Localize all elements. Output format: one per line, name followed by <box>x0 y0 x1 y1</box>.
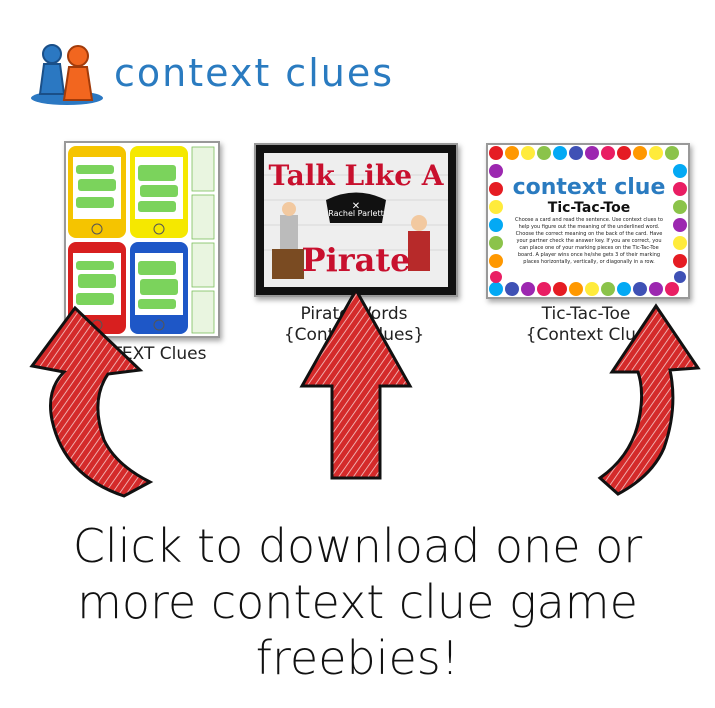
tic-tac-toe-card-subtitle: Tic-Tac-Toe <box>547 200 631 216</box>
tic-tac-toe-caption[interactable]: Tic-Tac-Toe {Context Clue <box>506 304 666 346</box>
text-clues-caption[interactable]: TEXT Clues <box>111 344 207 364</box>
header: context clues <box>28 38 394 108</box>
caption-line: Tic-Tac-Toe <box>541 304 631 324</box>
up-arrow-center-icon <box>299 286 413 480</box>
curved-arrow-right-icon <box>597 303 701 496</box>
cta-line: freebies! <box>255 631 460 685</box>
cta-line: more context clue game <box>77 575 638 629</box>
download-call-to-action[interactable]: Click to download one or more context cl… <box>0 518 715 686</box>
tic-tac-toe-thumbnail[interactable]: context clue Tic-Tac-Toe Choose a card a… <box>486 143 690 299</box>
curved-arrow-left-icon <box>29 305 154 498</box>
pirate-words-thumbnail[interactable]: ✕ Talk Like A Rachel Parlett Pirate <box>254 143 458 297</box>
phone-cards-illustration <box>68 146 215 334</box>
page-title: context clues <box>114 51 395 95</box>
tic-tac-toe-card-directions: Choose a card and read the sentence. Use… <box>515 217 663 265</box>
pirate-byline: Rachel Parlett <box>328 209 384 218</box>
text-clues-thumbnail[interactable] <box>64 141 220 338</box>
pirate-title-top: Talk Like A <box>268 159 444 192</box>
game-pawns-icon <box>31 44 103 105</box>
tic-tac-toe-card-title: context clue <box>512 175 666 200</box>
caption-line: {Context Clue <box>525 325 647 345</box>
svg-text:✕: ✕ <box>352 201 360 212</box>
pirate-background: ✕ <box>264 153 448 287</box>
pirate-title-bottom: Pirate <box>301 241 411 279</box>
polka-dot-border <box>489 146 687 296</box>
cta-line: Click to download one or <box>72 519 643 573</box>
